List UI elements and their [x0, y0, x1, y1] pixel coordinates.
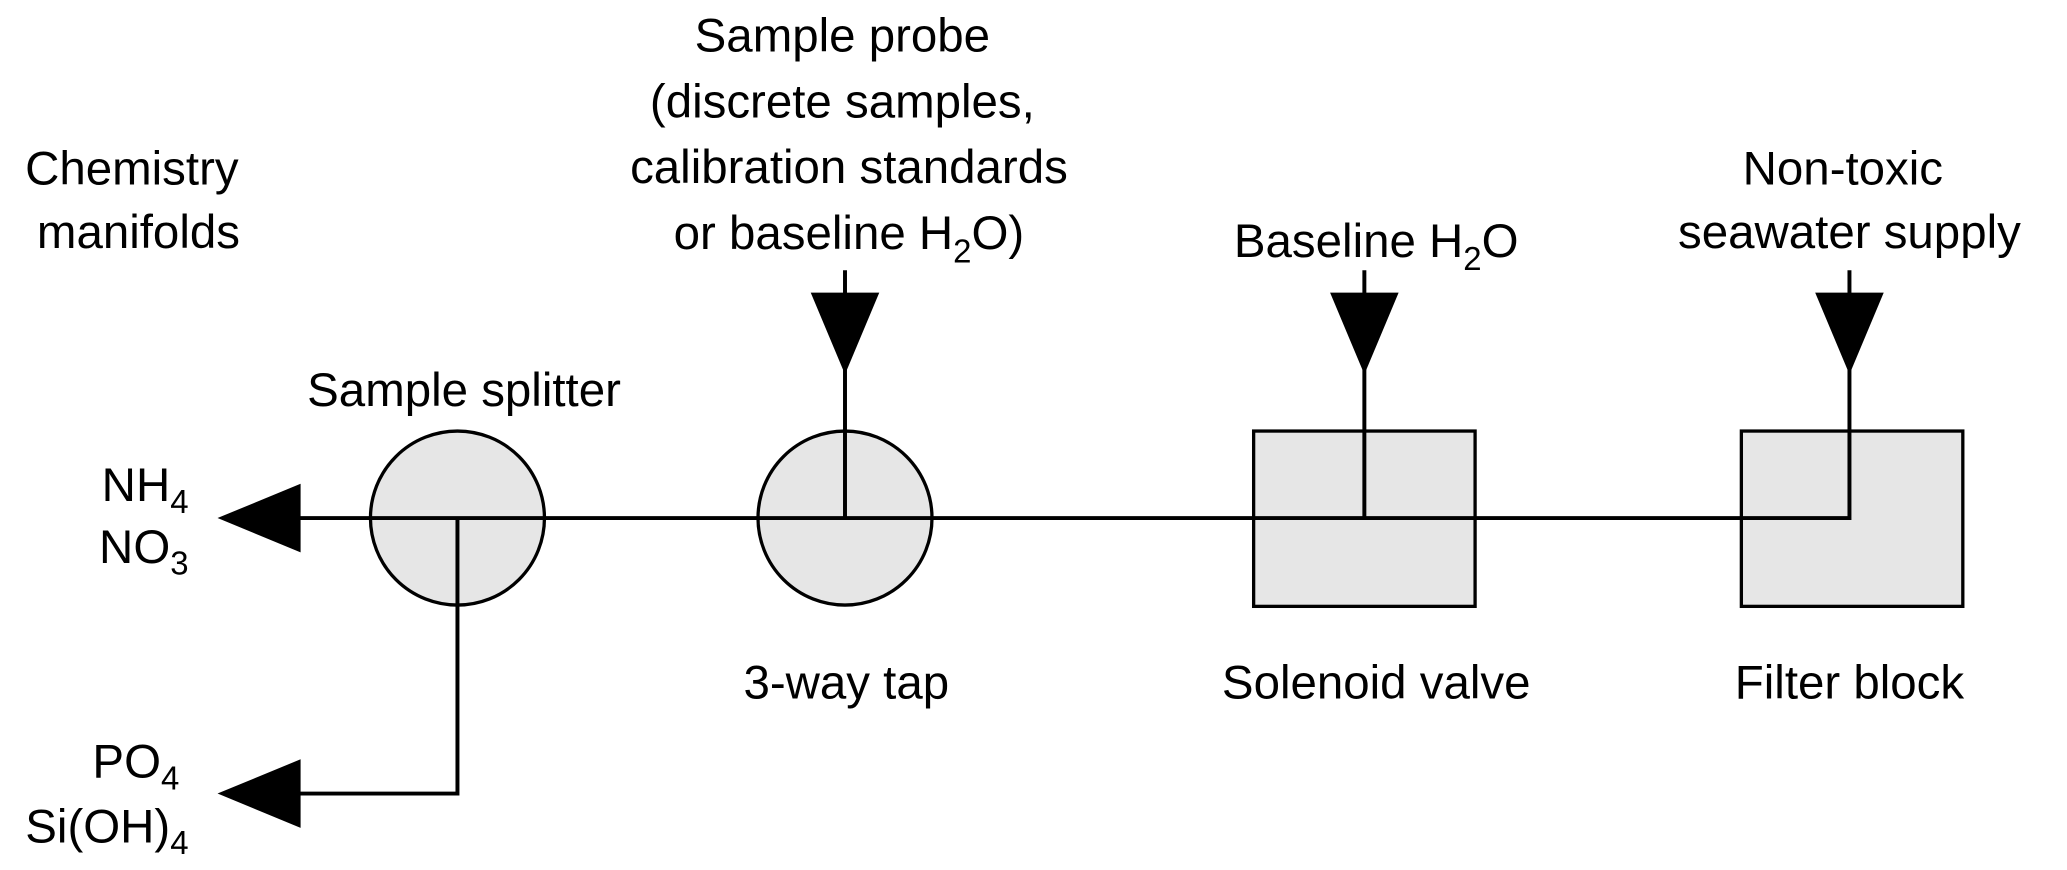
chemistry-manifolds-label: Chemistry manifolds — [25, 143, 252, 259]
sample-probe-label: Sample probe (discrete samples, calibrat… — [630, 9, 1068, 194]
three-way-tap-label: 3-way tap — [743, 657, 949, 710]
no3-label: NO3 — [99, 521, 188, 582]
sample-probe-label-line4: or baseline H2O) — [674, 207, 1025, 269]
po4-label: PO4 — [92, 736, 179, 797]
arrow-left-icon — [217, 483, 301, 553]
arrow-down-icon — [1330, 292, 1399, 375]
sioh4-label: Si(OH)4 — [25, 800, 188, 861]
solenoid-valve-label: Solenoid valve — [1222, 657, 1531, 710]
sample-splitter-label: Sample splitter — [307, 364, 621, 417]
arrow-down-icon — [1815, 292, 1884, 375]
arrow-down-icon — [810, 292, 880, 375]
nh4-label: NH4 — [102, 459, 189, 520]
filter-path-line — [1741, 431, 1852, 521]
filter-block-label: Filter block — [1735, 657, 1965, 710]
baseline-h2o-label: Baseline H2O — [1234, 215, 1519, 277]
seawater-supply-label: Non-toxic seawater supply — [1678, 143, 2021, 259]
splitter-branch-line — [297, 518, 460, 796]
arrow-left-icon — [217, 759, 301, 828]
